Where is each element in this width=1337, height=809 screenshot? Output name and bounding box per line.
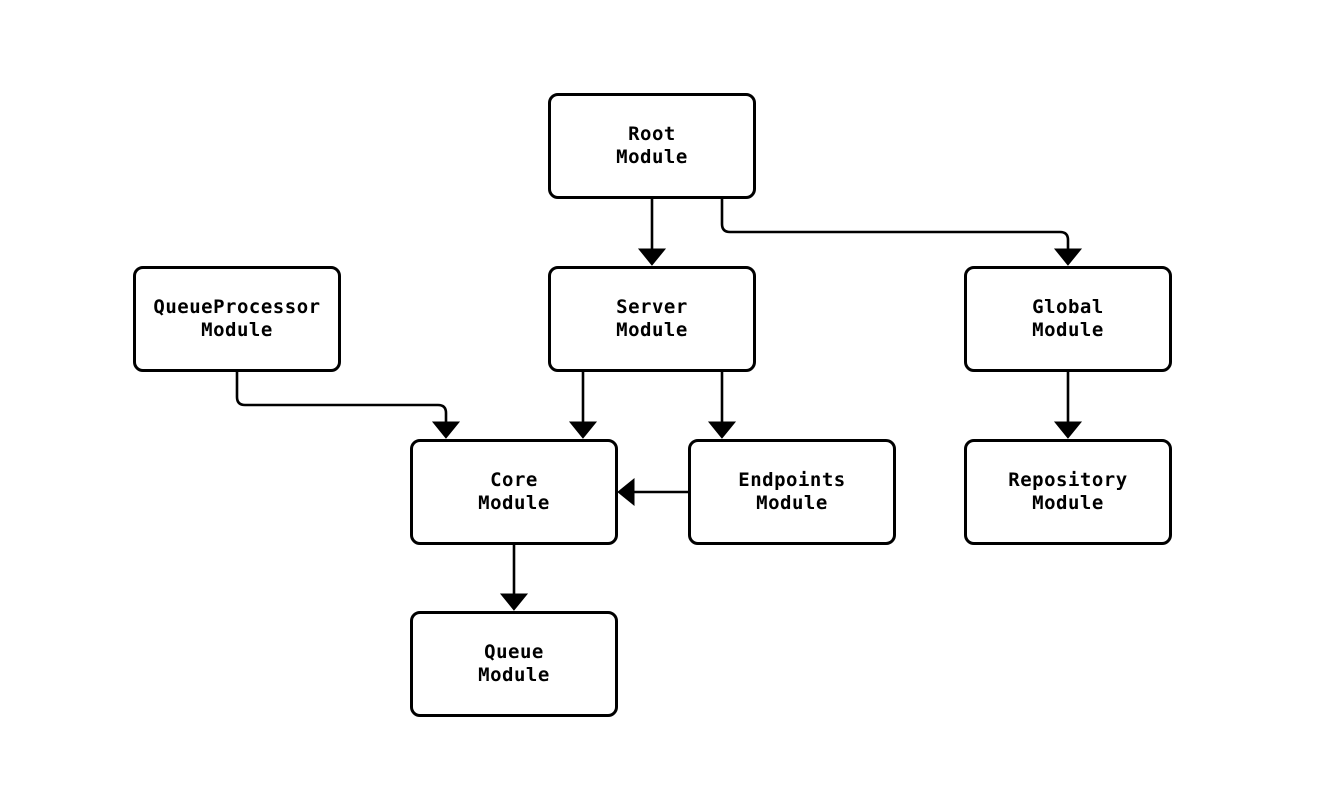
edge-queueprocessor-to-core (235, 372, 461, 439)
node-label-line: Module (478, 664, 550, 686)
node-label-line: Endpoints (738, 469, 846, 491)
node-label-line: Core (490, 469, 538, 491)
node-repository-module: Repository Module (964, 439, 1172, 545)
node-queue-module: Queue Module (410, 611, 618, 717)
node-label-line: QueueProcessor (153, 296, 321, 318)
node-label-line: Module (1032, 492, 1104, 514)
edge-server-to-core (568, 372, 598, 439)
node-label-line: Server (616, 296, 688, 318)
node-core-module: Core Module (410, 439, 618, 545)
edge-root-to-global (720, 198, 1083, 266)
node-endpoints-module: Endpoints Module (688, 439, 896, 545)
node-label-line: Repository (1008, 469, 1128, 491)
node-label-line: Module (616, 146, 688, 168)
node-label-line: Module (756, 492, 828, 514)
node-label-line: Root (628, 123, 676, 145)
node-label-line: Queue (484, 641, 544, 663)
edge-endpoints-to-core (617, 477, 688, 507)
node-label-line: Module (1032, 319, 1104, 341)
edge-core-to-queue (499, 545, 529, 611)
node-root-module: Root Module (548, 93, 756, 199)
node-label-line: Global (1032, 296, 1104, 318)
edge-root-to-server (637, 198, 667, 266)
node-label-line: Module (616, 319, 688, 341)
edge-server-to-endpoints (707, 372, 737, 439)
node-queueprocessor-module: QueueProcessor Module (133, 266, 341, 372)
node-label-line: Module (201, 319, 273, 341)
node-server-module: Server Module (548, 266, 756, 372)
node-label-line: Module (478, 492, 550, 514)
edge-global-to-repository (1053, 372, 1083, 439)
node-global-module: Global Module (964, 266, 1172, 372)
